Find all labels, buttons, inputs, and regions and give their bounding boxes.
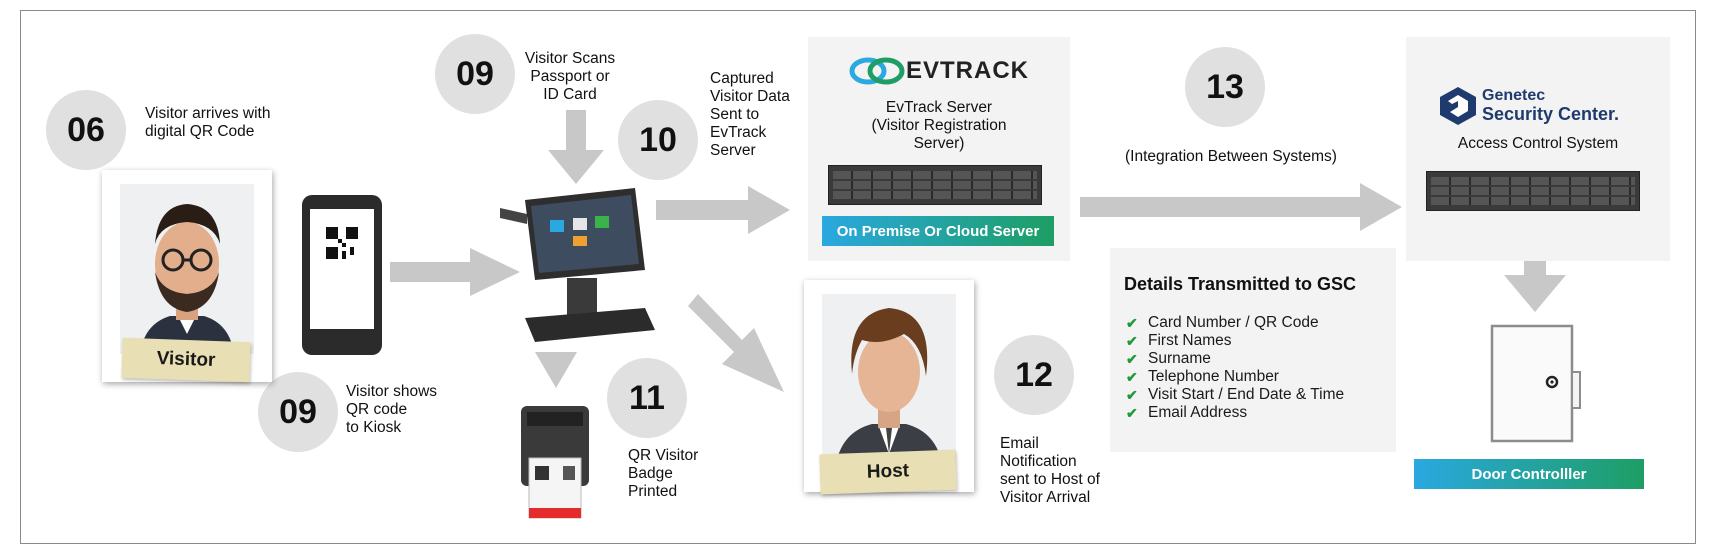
- check-icon: ✔: [1126, 369, 1138, 385]
- details-title: Details Transmitted to GSC: [1124, 274, 1357, 294]
- diagram-frame: [20, 10, 1696, 544]
- evtrack-logo-icon: [849, 57, 905, 85]
- arrow-phone-to-kiosk: [390, 248, 520, 296]
- step-13-label: (Integration Between Systems): [1125, 148, 1337, 165]
- visitor-tag: Visitor: [121, 337, 251, 383]
- step-09b-circle: 09: [258, 372, 338, 452]
- door-icon: [1490, 324, 1581, 443]
- details-item: ✔Telephone Number: [1126, 368, 1279, 385]
- details-item: ✔Visit Start / End Date & Time: [1126, 386, 1345, 403]
- step-10-circle: 10: [618, 100, 698, 180]
- step-06-circle: 06: [46, 90, 126, 170]
- step-09a-circle: 09: [435, 34, 515, 114]
- check-icon: ✔: [1126, 387, 1138, 403]
- evtrack-server-rack: [828, 165, 1042, 205]
- host-portrait: [822, 294, 956, 464]
- details-item: ✔Surname: [1126, 350, 1211, 367]
- step-13-circle: 13: [1185, 47, 1265, 127]
- kiosk-device: [500, 188, 655, 342]
- genetec-logo-icon: [1440, 87, 1476, 125]
- check-icon: ✔: [1126, 333, 1138, 349]
- arrow-passport-down: [548, 110, 604, 184]
- host-tag: Host: [819, 449, 957, 495]
- details-item: ✔First Names: [1126, 332, 1232, 349]
- step-11-circle: 11: [607, 358, 687, 438]
- arrow-kiosk-to-host: [688, 294, 784, 392]
- check-icon: ✔: [1126, 405, 1138, 421]
- details-item: ✔Card Number / QR Code: [1126, 314, 1319, 331]
- check-icon: ✔: [1126, 351, 1138, 367]
- arrow-kiosk-to-evtrack: [656, 186, 790, 234]
- visitor-portrait: [120, 184, 254, 354]
- arrow-genetec-to-door: [1504, 238, 1566, 312]
- details-list: ✔Card Number / QR Code ✔First Names ✔Sur…: [1126, 314, 1344, 422]
- qr-code-icon: [326, 227, 358, 259]
- arrow-evtrack-to-genetec: [1080, 183, 1402, 231]
- check-icon: ✔: [1126, 315, 1138, 331]
- evtrack-logo-text: EVTRACK: [906, 57, 1030, 84]
- phone-device: [302, 195, 382, 355]
- evtrack-deployment-badge: On Premise Or Cloud Server: [822, 216, 1054, 246]
- genetec-server-rack: [1426, 171, 1640, 211]
- step-12-circle: 12: [994, 335, 1074, 415]
- details-item: ✔Email Address: [1126, 404, 1248, 421]
- door-controller-badge: Door Controlller: [1414, 459, 1644, 489]
- badge-printer: [521, 406, 589, 519]
- genetec-title: Access Control System: [1457, 135, 1619, 152]
- arrow-kiosk-down-printer: [535, 352, 577, 388]
- details-panel: Details Transmitted to GSC ✔Card Number …: [1110, 248, 1396, 452]
